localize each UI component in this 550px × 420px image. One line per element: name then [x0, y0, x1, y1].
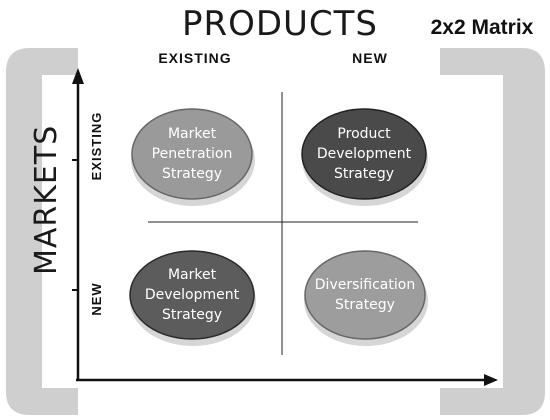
x-axis-arrowhead: [484, 374, 498, 386]
y-axis-arrowhead: [72, 68, 84, 84]
blob-product-development: [301, 108, 427, 200]
quadrant-label-diversification: Diversification Strategy: [314, 277, 416, 313]
left-bracket: [6, 48, 78, 415]
quadrant-label-market-development: Market Development Strategy: [144, 267, 240, 323]
blob-diversification: [304, 250, 426, 340]
products-title: PRODUCTS: [181, 4, 379, 44]
column-header-new: NEW: [352, 50, 388, 66]
blob-market-penetration: [131, 108, 253, 200]
quadrant-label-market-penetration: Market Penetration Strategy: [151, 126, 233, 182]
row-header-existing: EXISTING: [89, 111, 104, 181]
right-bracket: [440, 48, 545, 415]
column-header-existing: EXISTING: [158, 50, 232, 66]
markets-axis-label: MARKETS: [29, 124, 64, 275]
matrix-badge: 2x2 Matrix: [430, 16, 534, 39]
blob-market-development: [129, 250, 255, 340]
row-header-new: NEW: [89, 282, 104, 316]
quadrant-label-product-development: Product Development Strategy: [316, 126, 412, 182]
